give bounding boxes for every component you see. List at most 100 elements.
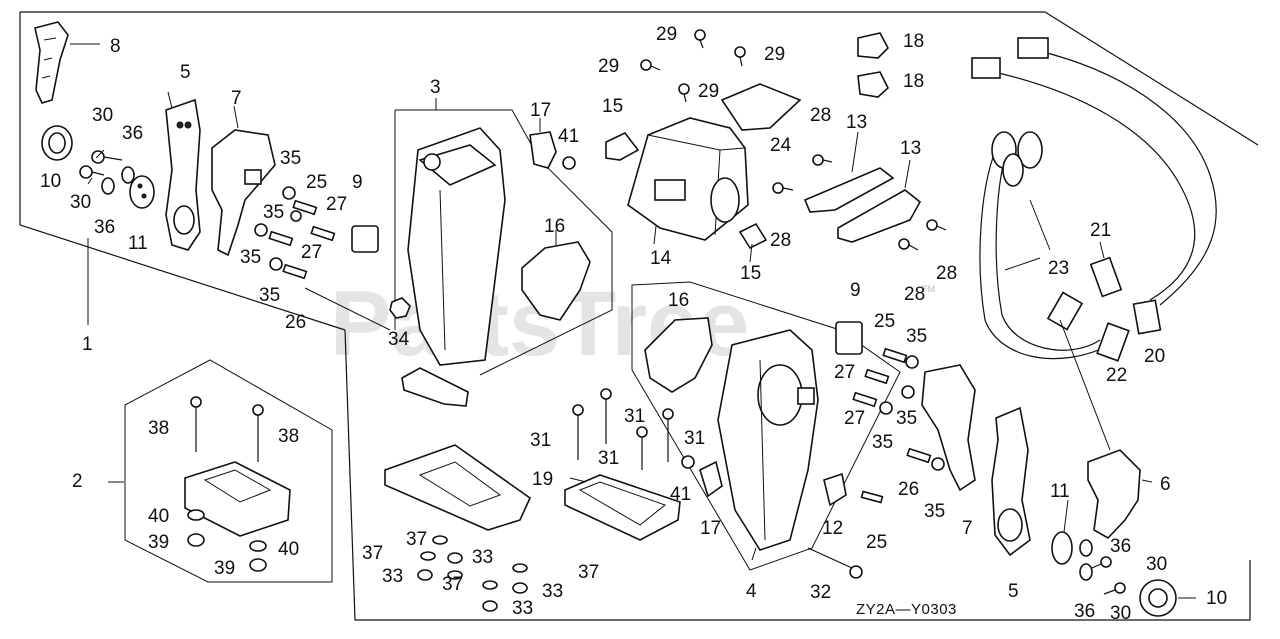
callout-31: 31	[598, 448, 619, 469]
callout-31: 31	[530, 430, 551, 451]
callout-30: 30	[70, 192, 91, 213]
callout-18: 18	[903, 31, 924, 52]
callout-7: 7	[962, 518, 973, 539]
clip-part-15-lower	[738, 222, 768, 250]
callout-30: 30	[1110, 603, 1131, 624]
callout-35: 35	[896, 408, 917, 429]
callout-26: 26	[285, 312, 306, 333]
block-part-9-lower	[835, 321, 863, 355]
callout-41: 41	[558, 126, 579, 147]
screws-part-29	[640, 29, 746, 103]
hardware-right-lower	[1079, 539, 1126, 595]
cover-part-7-right	[921, 364, 976, 492]
callout-26: 26	[898, 479, 919, 500]
arm-part-5-left	[165, 98, 201, 251]
callout-36: 36	[122, 123, 143, 144]
callout-17: 17	[700, 518, 721, 539]
brackets-part-13	[803, 167, 922, 243]
callout-31: 31	[684, 428, 705, 449]
callout-5: 5	[1008, 581, 1019, 602]
callout-33: 33	[542, 581, 563, 602]
lower-control-box-outline	[631, 281, 901, 571]
callout-14: 14	[650, 248, 672, 269]
callout-35: 35	[280, 148, 301, 169]
callout-33: 33	[472, 547, 493, 568]
arm-part-5-right	[991, 406, 1031, 557]
caps-part-18	[857, 32, 889, 98]
callout-16: 16	[544, 216, 565, 237]
callout-39: 39	[214, 558, 235, 579]
plate-part-12	[823, 472, 847, 507]
callout-29: 29	[764, 44, 785, 65]
callout-12: 12	[822, 518, 843, 539]
wiring-harness	[971, 37, 1217, 451]
callout-10: 10	[40, 171, 61, 192]
callout-35: 35	[906, 326, 927, 347]
callout-33: 33	[382, 566, 403, 587]
bolt-part-32	[807, 547, 863, 579]
callout-17: 17	[530, 100, 551, 121]
grommet-part-10-right	[1139, 579, 1177, 617]
screws-part-28	[772, 154, 947, 251]
nut-part-41-upper	[562, 156, 576, 170]
callout-35: 35	[263, 202, 284, 223]
callout-37: 37	[578, 562, 599, 583]
callout-23: 23	[1048, 258, 1069, 279]
callout-9: 9	[352, 172, 363, 193]
callout-29: 29	[698, 81, 719, 102]
callout-40: 40	[278, 539, 299, 560]
callout-34: 34	[388, 329, 410, 350]
plate-part-16-upper	[521, 241, 591, 321]
cable-end-part-11-right	[1051, 531, 1073, 565]
upper-control-box-outline	[394, 109, 613, 376]
callout-5: 5	[180, 62, 191, 83]
gasket-sheet	[384, 444, 532, 531]
callout-19: 19	[532, 469, 553, 490]
control-box-part-4	[717, 329, 819, 551]
callout-20: 20	[1144, 346, 1165, 367]
callout-35: 35	[240, 247, 261, 268]
callout-28: 28	[770, 230, 791, 251]
callout-15: 15	[602, 96, 623, 117]
callout-25: 25	[874, 311, 895, 332]
callout-28: 28	[904, 284, 925, 305]
callout-8: 8	[110, 36, 121, 57]
callout-37: 37	[406, 529, 427, 550]
mount-plate-part-2	[184, 396, 291, 572]
sheet-part-24	[720, 83, 802, 131]
trademark-mark: TM	[922, 284, 935, 294]
plate-part-16-lower	[644, 317, 713, 393]
callout-13: 13	[846, 112, 867, 133]
hardware-left-middle	[254, 186, 391, 331]
callout-33: 33	[512, 598, 533, 619]
callout-21: 21	[1090, 220, 1111, 241]
callout-27: 27	[844, 408, 865, 429]
gasket-sheet-window	[418, 461, 502, 507]
callout-3: 3	[430, 77, 441, 98]
nut-part-34	[389, 297, 411, 319]
control-box-part-3	[407, 127, 506, 366]
callout-27: 27	[301, 242, 322, 263]
callout-29: 29	[598, 56, 619, 77]
callout-29: 29	[656, 24, 677, 45]
callout-24: 24	[770, 135, 792, 156]
callout-labels: 8 5 7 3 17 41 15 29 29 29 29 18 18 24 28…	[40, 24, 1227, 624]
callout-25: 25	[306, 172, 327, 193]
callout-37: 37	[442, 574, 463, 595]
callout-1: 1	[82, 334, 93, 355]
hardware-right-middle	[852, 347, 945, 504]
grommet-part-10	[41, 125, 73, 161]
gasket-part-19	[564, 474, 681, 541]
callout-27: 27	[326, 194, 347, 215]
callout-35: 35	[872, 432, 893, 453]
callout-6: 6	[1160, 474, 1171, 495]
callout-41: 41	[670, 484, 691, 505]
callout-22: 22	[1106, 365, 1127, 386]
screws-left-upper	[79, 150, 135, 195]
clip-part-15-upper	[605, 131, 640, 161]
diagram-code: ZY2A—Y0303	[856, 601, 957, 618]
bolts-part-31	[572, 388, 674, 470]
grip-part-8	[34, 21, 100, 104]
block-part-9-left	[351, 225, 379, 253]
callout-32: 32	[810, 582, 831, 603]
